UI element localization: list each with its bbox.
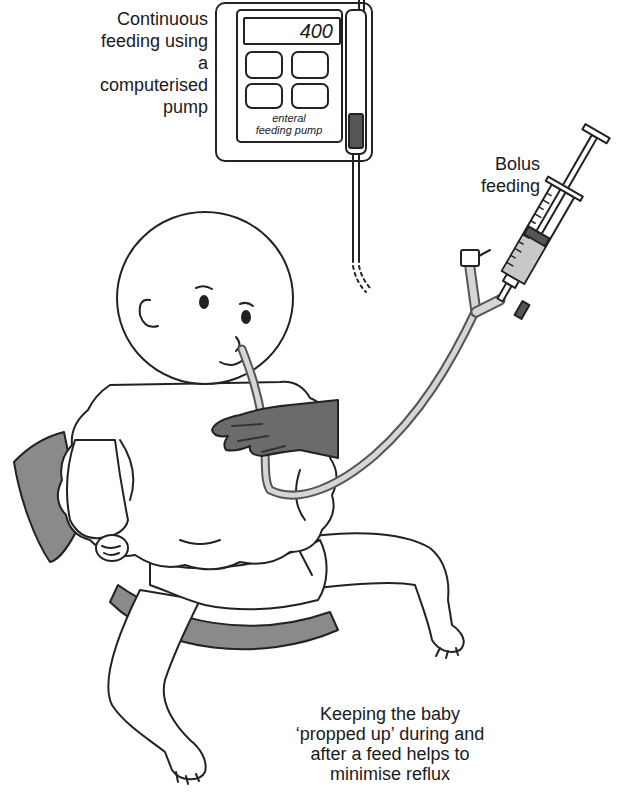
syringe (483, 121, 615, 310)
pump-tube-dashed (359, 266, 372, 290)
syringe-plunger-rod (536, 135, 597, 234)
baby-head (117, 212, 293, 384)
y-port (476, 300, 500, 312)
positioning-note: Keeping the baby ‘propped up’ during and… (285, 704, 495, 784)
port-cap (461, 250, 479, 266)
baby-mouth (220, 360, 243, 365)
syringe-flange (546, 177, 583, 201)
baby-sleeve (67, 440, 128, 538)
pump-tube (352, 154, 354, 262)
pump-button (292, 52, 328, 78)
syringe-caption-box: Bolus feeding (478, 153, 540, 197)
baby-leg (108, 590, 205, 779)
pump-display: 400 (243, 17, 341, 45)
pump-side-module (346, 10, 366, 154)
pump-caption: Continuous feeding using a computerised … (97, 8, 208, 118)
syringe-clip (515, 301, 530, 319)
positioning-note-box: Keeping the baby ‘propped up’ during and… (285, 704, 495, 784)
display-reading: 400 (245, 19, 339, 43)
pump-body: enteral feeding pump 400 (215, 2, 373, 162)
pump-faceplate (237, 10, 342, 142)
baby-eyebrows (196, 286, 253, 306)
baby-eye (200, 296, 208, 308)
fist-fingers (102, 546, 120, 555)
baby-ear (140, 300, 158, 327)
baby-toes (436, 648, 458, 658)
baby-eye (242, 311, 250, 323)
nappy-tab (300, 552, 312, 575)
pump-tube (358, 154, 360, 262)
pump-caption-box: Continuous feeding using a computerised … (97, 8, 208, 118)
syringe-thumb-rest (582, 124, 609, 143)
pump-button (246, 84, 282, 108)
baby-fist (96, 535, 128, 561)
feeding-tube (242, 310, 476, 495)
hand-finger-lines (232, 424, 285, 452)
y-port-core (476, 300, 500, 312)
caregiver-hand (212, 400, 338, 458)
y-port-core (470, 268, 476, 312)
cap-tab (479, 250, 490, 256)
pump-button (246, 52, 282, 78)
pump-clamp (349, 114, 363, 148)
syringe-caption: Bolus feeding (478, 153, 540, 197)
pump-button (292, 84, 328, 108)
y-port (470, 268, 476, 312)
pump-brand: enteral feeding pump (253, 112, 325, 136)
syringe-barrel (502, 184, 575, 284)
feeding-tube-core (242, 310, 476, 495)
baby-toes (176, 772, 199, 784)
syringe-graduations (507, 193, 553, 266)
